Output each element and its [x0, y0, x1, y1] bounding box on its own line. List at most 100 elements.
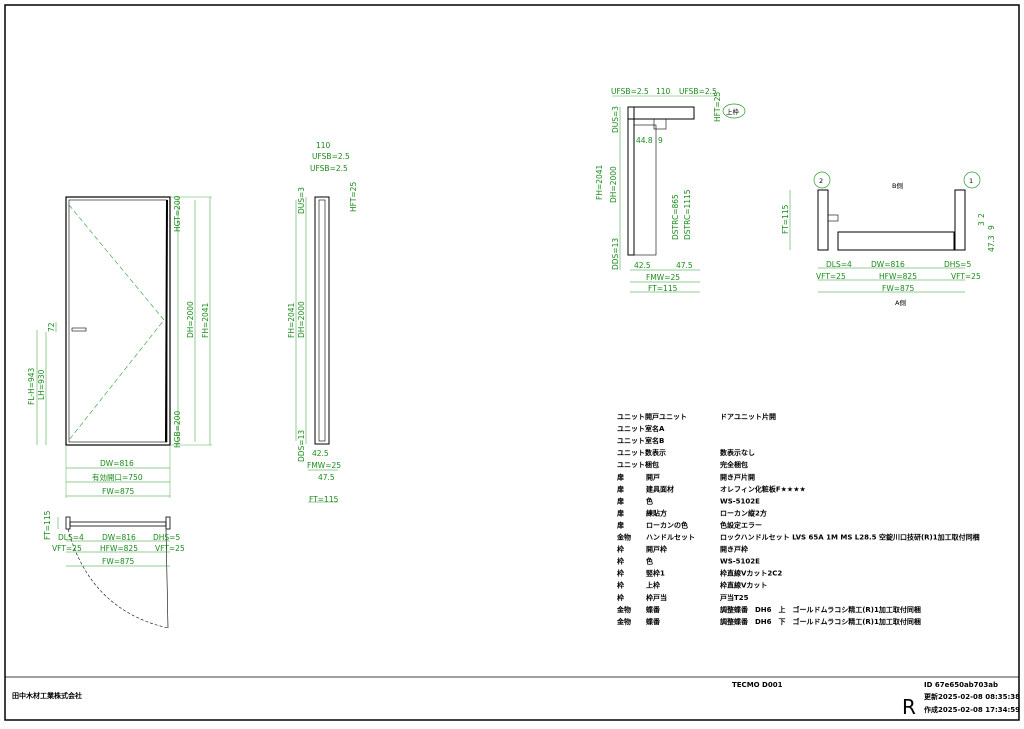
spec-col-category: 枠 [617, 569, 624, 578]
plan-dim-dhs: DHS=5 [153, 533, 180, 542]
spec-col-value: 枠直線Vカット [720, 581, 767, 590]
detail-dim-hft: HFT=25 [713, 92, 722, 122]
sect-dim-hft: HFT=25 [349, 182, 358, 212]
plan-r-dim-9: 9 [987, 225, 996, 230]
spec-col-value: ロックハンドルセット LVS 65A 1M MS L28.5 空錠川口技研(R)… [720, 533, 980, 542]
spec-col-item: 上枠 [646, 581, 660, 590]
company-name: 田中木材工業株式会社 [12, 691, 82, 700]
spec-col-category: 扉 [616, 520, 624, 529]
detail-dim-ufsb-2: UFSB=2.5 [679, 87, 717, 96]
dim-hgb: HGB=200 [173, 411, 182, 448]
spec-col-item: 色 [646, 557, 653, 566]
spec-col-value: ドアユニット片開 [720, 412, 776, 421]
plan-r-dim-fw: FW=875 [882, 284, 915, 293]
spec-col-category: 金物 [616, 605, 631, 614]
plan-circle-2-label: 2 [819, 177, 823, 185]
spec-col-item: 枠戸当 [646, 593, 667, 602]
detail-dim-fmw: FMW=25 [646, 273, 680, 282]
swing-arc [67, 528, 169, 629]
dim-fw: FW=875 [102, 487, 135, 496]
plan-r-dim-dw: DW=816 [871, 260, 905, 269]
spec-col-category: 金物 [616, 533, 631, 542]
door-section: 110 UFSB=2.5 UFSB=2.5 DUS=3 HFT=25 FH=20… [287, 141, 358, 504]
sect-dim-dh: DH=2000 [297, 301, 306, 338]
spec-col-item: 蝶番 [646, 605, 661, 614]
plan-circle-2 [813, 171, 831, 189]
sect-dim-dus: DUS=3 [297, 187, 306, 214]
detail-dim-47-5: 47.5 [676, 261, 693, 270]
revision-mark: R [902, 695, 916, 719]
plan-circle-1-label: 1 [969, 177, 973, 185]
sect-dim-ft: FT=115 [309, 495, 339, 504]
spec-col-item: 開戸 [646, 472, 660, 481]
plan-r-dim-dls: DLS=4 [826, 260, 852, 269]
plan-r-dim-2: 2 [977, 213, 986, 218]
plan-right: 2 1 B側 A側 FT=115 DLS=4 DW=816 DHS=5 VFT=… [781, 171, 996, 307]
plan-dim-fw: FW=875 [102, 557, 135, 566]
dim-dh: DH=2000 [186, 301, 195, 338]
spec-col-item: 開戸枠 [646, 545, 667, 554]
door-frame [65, 196, 171, 446]
sect-dim-47-5: 47.5 [318, 473, 335, 482]
title-block: 田中木材工業株式会社 TECMO D001 ID 67e650ab703ab 更… [12, 681, 1020, 719]
plan-dim-ft: FT=115 [43, 510, 52, 540]
sect-dim-fmw: FMW=25 [307, 461, 341, 470]
plan-b-side: B側 [892, 182, 903, 190]
detail-dim-dds: DDS=13 [611, 238, 620, 270]
plan-r-dim-hfw: HFW=825 [879, 272, 917, 281]
spec-col-category: 扉 [616, 496, 624, 505]
plan-right-leaf [837, 231, 955, 251]
detail-dim-dh: DH=2000 [609, 166, 618, 203]
spec-col-category: ユニット開戸ユニット [617, 412, 687, 421]
plan-dim-hfw: HFW=825 [100, 544, 138, 553]
spec-col-category: 扉 [616, 484, 624, 493]
detail-dim-9: 9 [658, 136, 663, 145]
spec-col-category: 枠 [617, 581, 624, 590]
front-elevation: DW=816 有効開口=750 FW=875 HGT=200 DH=2000 F… [27, 195, 212, 498]
plan-r-dim-vft-right: VFT=25 [951, 272, 981, 281]
spec-col-category: 枠 [617, 557, 624, 566]
detail-dim-dstrc-865: DSTRC=865 [671, 194, 680, 240]
head-frame-badge [722, 103, 746, 119]
drawing-id: ID 67e650ab703ab [924, 681, 998, 689]
spec-col-item: ハンドルセット [646, 534, 695, 542]
spec-col-value: WS-5102E [720, 558, 760, 566]
sect-dim-dds: DDS=13 [297, 430, 306, 462]
sect-dim-110: 110 [316, 141, 331, 150]
plan-bottom: FT=115 DLS=4 DW=816 DHS=5 VFT=25 HFW=825… [43, 510, 185, 629]
spec-col-value: 数表示なし [720, 448, 755, 457]
spec-table: ユニット開戸ユニットドアユニット片開ユニット室名Aユニット室名Bユニット数表示数… [616, 412, 980, 626]
detail-dim-fh: FH=2041 [595, 164, 604, 200]
detail-dim-44-8: 44.8 [636, 136, 653, 145]
spec-col-category: ユニット梱包 [617, 460, 659, 469]
swing-diagonal [68, 204, 165, 441]
spec-col-item: 練貼方 [646, 508, 667, 517]
plan-dim-vft-right: VFT=25 [155, 544, 185, 553]
handle [71, 327, 87, 332]
plan-r-dim-ft: FT=115 [781, 204, 790, 234]
dim-fh: FH=2041 [201, 302, 210, 338]
drawing-number: TECMO D001 [732, 681, 783, 689]
sect-dim-42-5: 42.5 [312, 449, 329, 458]
dim-effective-opening: 有効開口=750 [92, 472, 143, 482]
spec-col-value: 開き戸枠 [720, 545, 748, 554]
plan-r-dim-3: 3 [977, 221, 986, 226]
spec-col-value: ローカン縦2方 [720, 508, 767, 517]
spec-col-value: WS-5102E [720, 497, 760, 505]
frame-detail: UFSB=2.5 110 UFSB=2.5 DUS=3 HFT=25 44.8 … [595, 87, 746, 293]
plan-r-dim-dhs: DHS=5 [944, 260, 971, 269]
dim-72: 72 [47, 322, 56, 332]
spec-col-item: ローカンの色 [646, 520, 688, 529]
dim-dw: DW=816 [100, 459, 134, 468]
detail-dim-42-5: 42.5 [634, 261, 651, 270]
detail-dim-dstrc-1115: DSTRC=1115 [683, 189, 692, 240]
spec-col-category: 枠 [617, 545, 624, 554]
detail-leaf [633, 124, 657, 256]
plan-door-leaf [69, 521, 167, 527]
plan-r-dim-vft-left: VFT=25 [816, 272, 846, 281]
dim-lh: LH=930 [37, 369, 46, 400]
spec-col-value: 色設定エラー [720, 520, 762, 529]
plan-dim-dw: DW=816 [102, 533, 136, 542]
spec-col-value: 枠直線Vカット2C2 [720, 569, 782, 578]
